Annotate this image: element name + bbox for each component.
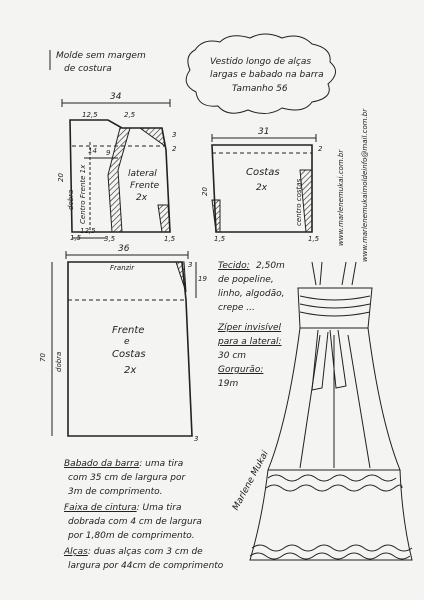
ruffle-text2: com 35 cm de largura por — [68, 473, 186, 483]
skirt-frente: Frente — [112, 325, 145, 336]
back-2x: 2x — [256, 183, 268, 193]
fabric-line4: crepe ... — [218, 303, 255, 313]
zipper-title: Zíper invisível — [218, 323, 282, 333]
bodice-frente: Frente — [130, 181, 160, 191]
skirt-dim-3-b: 3 — [194, 435, 199, 443]
bodice-fold: dobra — [67, 189, 75, 210]
skirt-e: e — [124, 337, 130, 347]
pattern-note-line2: de costura — [64, 64, 112, 74]
ribbon-value: 19m — [218, 379, 239, 389]
bodice-dim-12-5: 12,5 — [82, 111, 98, 119]
size-label: Tamanho 56 — [232, 84, 288, 94]
bodice-dim-20: 20 — [57, 173, 65, 182]
back-dim-2: 2 — [318, 145, 323, 153]
ruffle-note: Babado da barra: uma tira — [64, 460, 183, 469]
fabric-title: Tecido: — [218, 261, 250, 271]
ribbon-title: Gorgurão: — [218, 365, 264, 375]
straps-text1: : duas alças com 3 cm de — [87, 547, 203, 557]
straps-text2: largura por 44cm de comprimento — [68, 561, 224, 571]
back-dim-1-5: 1,5 — [214, 235, 226, 243]
bodice-dim-1-5: 1,5 — [70, 234, 82, 242]
bodice-dim-14: 14 — [88, 147, 97, 155]
fabric-line3: linho, algodão, — [218, 289, 285, 299]
bodice-dim-3-5: 3,5 — [104, 235, 116, 243]
straps-note: Alças: duas alças com 3 cm de — [64, 548, 203, 557]
bodice-lateral: lateral — [128, 169, 157, 179]
bodice-dim-2-5: 2,5 — [124, 111, 136, 119]
skirt-2x: 2x — [124, 365, 137, 376]
back-label: Costas — [246, 167, 280, 178]
fabric-value: 2,50m — [256, 261, 285, 271]
bodice-front-piece — [61, 99, 171, 239]
zipper-line3: 30 cm — [218, 351, 247, 361]
ruffle-text3: 3m de comprimento. — [68, 487, 163, 497]
skirt-gather: Franzir — [110, 264, 135, 272]
back-width: 31 — [258, 127, 270, 137]
skirt-fold: dobra — [55, 351, 63, 372]
bodice-dim-1-5-b: 1,5 — [164, 235, 176, 243]
skirt-width: 36 — [118, 244, 130, 254]
back-center: centro costas — [295, 178, 303, 226]
side-url-2: www.marlenemukaimoldeinfo@mail.com.br — [361, 108, 369, 262]
title-line1: Vestido longo de alças — [210, 57, 312, 67]
ruffle-title: Babado da barra — [64, 459, 140, 469]
waist-title: Faixa de cintura — [64, 503, 137, 513]
side-url-1: www.marlenemukai.com.br — [337, 149, 345, 246]
title-line2: largas e babado na barra — [210, 70, 324, 80]
bodice-center-front: Centro Frente 1x — [79, 164, 87, 224]
dress-illustration — [249, 261, 413, 561]
bodice-2x: 2x — [136, 193, 148, 203]
back-dim-20: 20 — [201, 187, 209, 196]
waist-text3: por 1,80m de comprimento. — [68, 531, 195, 541]
zipper-line2: para a lateral: — [218, 337, 282, 347]
bodice-width: 34 — [110, 92, 122, 102]
straps-title: Alças — [64, 547, 88, 557]
bodice-dim-9: 9 — [106, 149, 111, 157]
skirt-dim-70: 70 — [39, 353, 47, 362]
bodice-dim-2: 2 — [172, 145, 177, 153]
skirt-costas: Costas — [112, 349, 146, 360]
bodice-dim-3: 3 — [172, 131, 177, 139]
skirt-dim-19: 19 — [198, 275, 207, 283]
pattern-note-line1: Molde sem margem — [56, 51, 146, 61]
waist-text1: : Uma tira — [136, 503, 182, 513]
ruffle-text1: : uma tira — [139, 459, 184, 469]
skirt-piece — [51, 251, 197, 437]
back-bodice-piece — [211, 134, 317, 233]
waist-text2: dobrada com 4 cm de largura — [68, 517, 202, 527]
back-dim-1-5-b: 1,5 — [308, 235, 320, 243]
skirt-dim-3: 3 — [188, 261, 193, 269]
fabric-line2: de popeline, — [218, 275, 274, 285]
bodice-dim-12-5-bottom: 12,5 — [80, 227, 96, 235]
waist-note: Faixa de cintura: Uma tira — [64, 504, 181, 513]
